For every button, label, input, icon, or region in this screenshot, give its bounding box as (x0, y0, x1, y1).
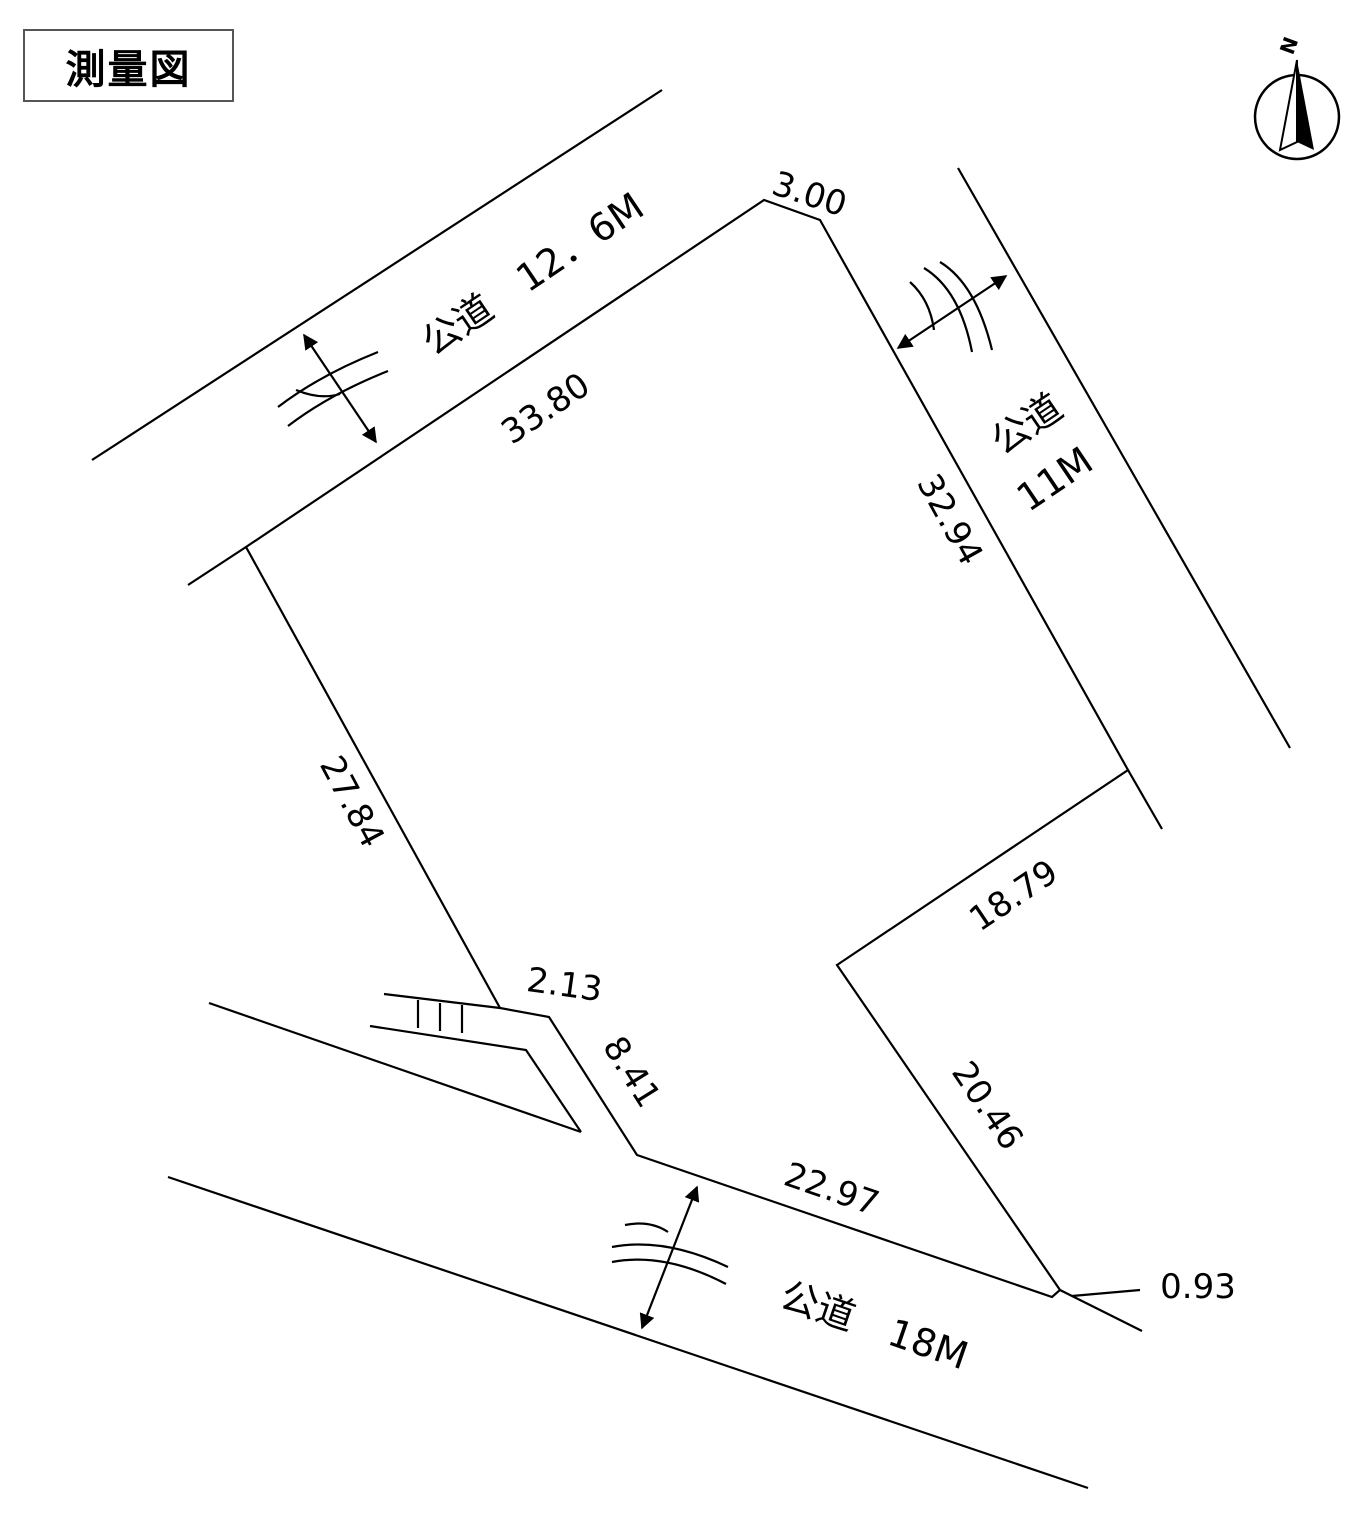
page-title: 測量図 (65, 46, 192, 93)
dimension-0-93: 0.93 (1160, 1267, 1236, 1307)
road-south-break-mark (611, 1222, 729, 1285)
road-north-inner-edge (187, 546, 247, 586)
road-north-width-arrow (303, 333, 377, 444)
road-north-outer-edge (91, 89, 663, 461)
leader-line (1071, 1288, 1141, 1298)
road-east-width-arrow (896, 275, 1008, 349)
dimension-2-13: 2.13 (524, 960, 605, 1010)
road-north-break-mark (277, 350, 389, 427)
road-north-label: 公道 12．6M (414, 184, 652, 364)
road-south-width-arrow (639, 1185, 700, 1330)
side-lane (208, 992, 582, 1134)
lot-boundary (244, 198, 1130, 1299)
dimension-22-97: 22.97 (779, 1155, 884, 1225)
road-south-outer-edge (167, 1175, 1089, 1490)
road-east-break-mark (909, 261, 994, 353)
dimension-18-79: 18.79 (962, 852, 1065, 940)
road-south-label: 公道 18M (775, 1273, 974, 1378)
road-east-outer-edge (957, 167, 1291, 749)
road-east-inner-edge (1127, 769, 1163, 830)
dimension-20-46: 20.46 (943, 1054, 1031, 1157)
dimension-32-94: 32.94 (909, 467, 991, 572)
dimension-33-80: 33.80 (494, 365, 597, 453)
dimension-27-84: 27.84 (311, 749, 392, 854)
dimension-8-41: 8.41 (594, 1029, 668, 1114)
north-label: N (1275, 34, 1303, 58)
title-box: 測量図 (23, 29, 234, 102)
north-arrow-icon (1253, 59, 1341, 161)
